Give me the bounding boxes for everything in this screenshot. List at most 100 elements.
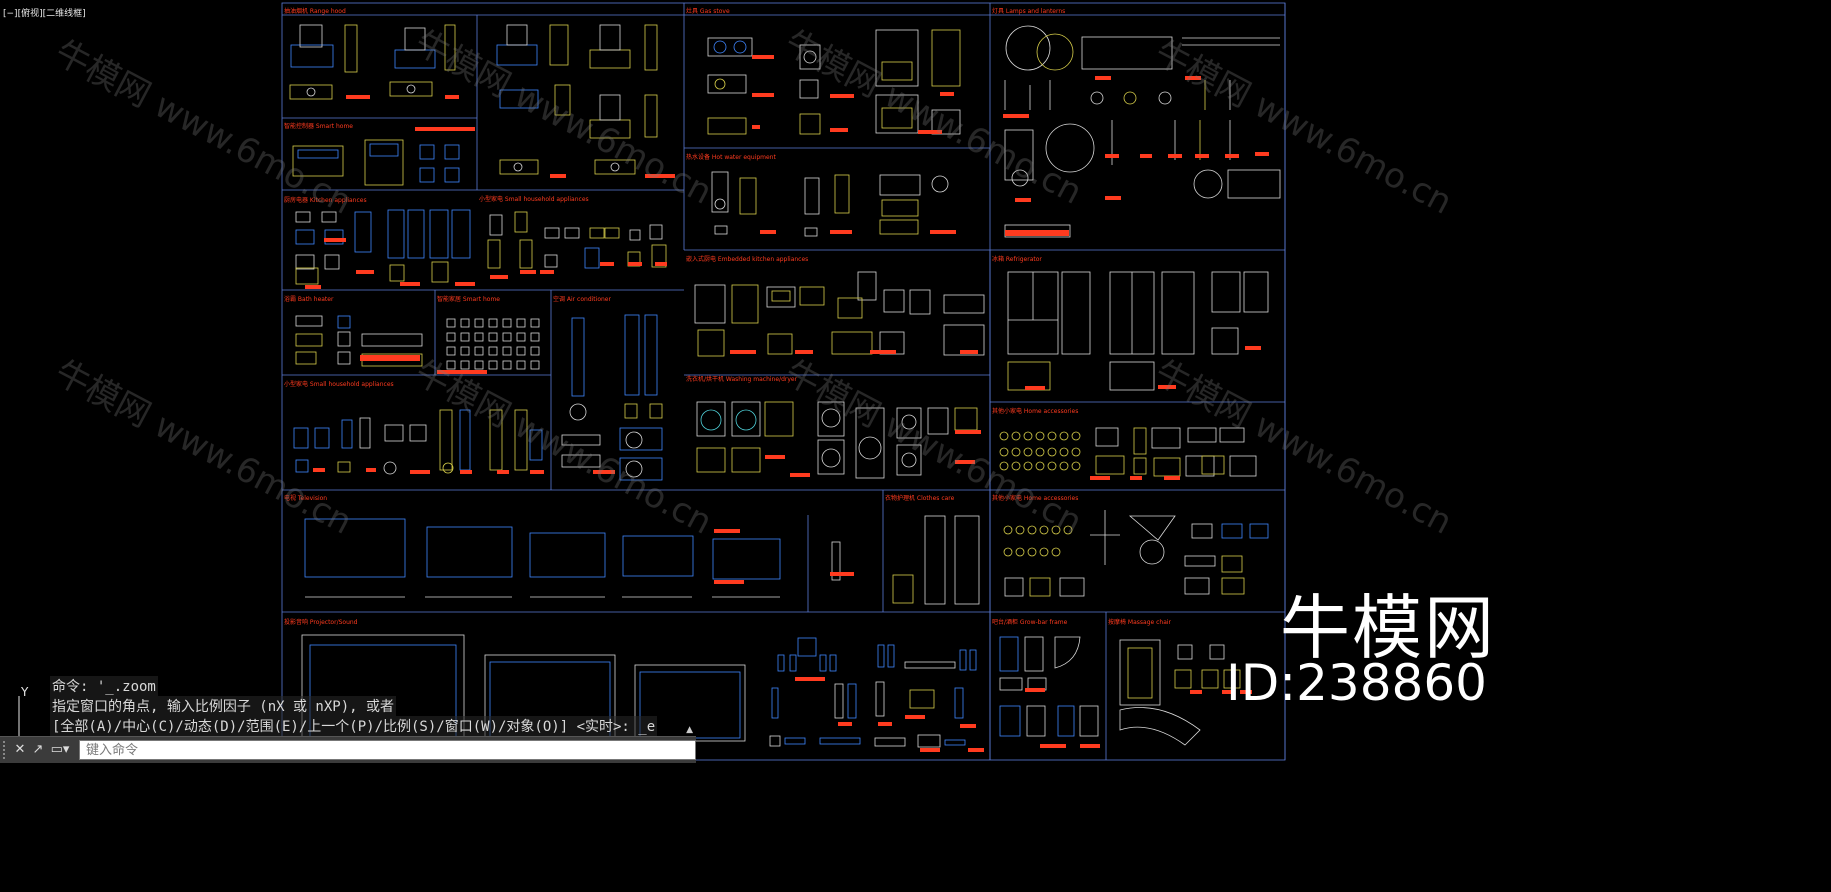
cad-block (295, 333, 323, 347)
cad-block (1229, 455, 1257, 477)
cad-block (314, 427, 330, 449)
section-title-television: 电视 Television (284, 494, 327, 502)
cad-block (324, 254, 340, 270)
cad-block (1015, 525, 1025, 535)
cad-block (731, 401, 761, 437)
history-scroll-up-icon[interactable]: ▲ (686, 725, 693, 735)
close-icon[interactable]: ✕ (14, 742, 26, 757)
cad-block (619, 457, 663, 481)
cad-block (1061, 271, 1091, 355)
cad-block (766, 286, 796, 308)
cad-block (954, 407, 978, 431)
cad-block (337, 315, 351, 329)
cad-block (561, 454, 601, 468)
cad-block (589, 49, 631, 69)
cad-block (544, 227, 560, 239)
cad-block (297, 149, 339, 159)
cad-block (337, 331, 351, 347)
section-title-air-conditioner: 空调 Air conditioner (553, 295, 611, 303)
cad-block (1011, 447, 1021, 457)
viewport-controls-label[interactable]: [−][俯视][二维线框] (3, 9, 86, 19)
dimension-tag (1222, 690, 1234, 694)
cad-block (594, 159, 636, 175)
cad-block (488, 332, 498, 342)
cad-block (529, 532, 606, 578)
cad-block (799, 79, 819, 99)
cad-block (999, 636, 1019, 672)
cad-block (474, 318, 484, 328)
cad-block (459, 409, 471, 471)
command-bar-grip[interactable] (3, 741, 11, 759)
cad-block (764, 401, 794, 437)
cad-block (554, 84, 571, 116)
cad-block (1249, 523, 1269, 539)
cad-block (451, 209, 471, 259)
cad-block (1039, 525, 1049, 535)
cad-block (1119, 707, 1201, 746)
cad-block (1095, 427, 1119, 447)
command-input[interactable] (79, 740, 696, 760)
cad-block (1219, 427, 1245, 443)
cad-block (837, 297, 863, 319)
customize-icon[interactable]: ▭▾ (50, 742, 70, 757)
cad-block (931, 29, 961, 87)
cad-block (1023, 461, 1033, 471)
cad-block (564, 227, 580, 239)
cad-block (321, 211, 337, 223)
dimension-tag (1025, 386, 1045, 390)
dimension-tag (955, 430, 981, 434)
cad-block (292, 145, 344, 177)
cad-block (419, 144, 435, 160)
cad-block (344, 24, 358, 73)
dimension-tag (400, 282, 420, 286)
dimension-tag (366, 468, 376, 472)
cad-block (589, 227, 605, 239)
cad-block (819, 737, 861, 745)
cad-block (714, 225, 728, 235)
cad-block (697, 329, 725, 357)
cad-block (1059, 447, 1069, 457)
cad-block (337, 351, 351, 365)
section-title-kitchen-appliances: 厨房电器 Kitchen appliances (284, 196, 367, 204)
cad-block (1035, 431, 1045, 441)
section-title-washing-machine: 洗衣机/烘干机 Washing machine/dryer (686, 375, 798, 383)
recent-commands-icon[interactable]: ↗ (32, 742, 44, 757)
dimension-tag (1158, 385, 1176, 389)
cad-block (777, 654, 785, 672)
dimension-tag (765, 455, 785, 459)
cad-block (1221, 577, 1245, 595)
cad-block (771, 290, 791, 302)
cad-block (499, 159, 539, 175)
cad-block (506, 24, 528, 46)
cad-block (488, 346, 498, 356)
dimension-tag (520, 270, 536, 274)
cad-block (713, 40, 727, 54)
cad-block (909, 689, 935, 709)
cad-block (439, 409, 453, 471)
cad-block (446, 346, 456, 356)
dimension-tag (1080, 744, 1100, 748)
cad-block (1007, 361, 1051, 391)
command-bar: ✕ ↗ ▭▾ ▲ (0, 725, 696, 763)
cad-block (804, 177, 820, 215)
cad-block (1026, 705, 1046, 737)
cad-block (404, 27, 426, 51)
cad-block (694, 284, 726, 324)
cad-block (299, 24, 323, 48)
cad-block (619, 427, 663, 451)
cad-block (384, 424, 404, 442)
cad-block (488, 360, 498, 370)
dimension-tag (1095, 76, 1111, 80)
section-title-embedded-kitchen: 嵌入式厨电 Embedded kitchen appliances (686, 255, 808, 263)
cad-block (1201, 669, 1219, 689)
cad-block (707, 117, 747, 135)
cad-block (516, 360, 526, 370)
cad-block (803, 50, 817, 64)
cad-block (530, 318, 540, 328)
cad-block (474, 346, 484, 356)
cad-block (969, 649, 977, 671)
cad-block (821, 408, 841, 428)
cad-block (499, 89, 539, 109)
cad-block (649, 403, 663, 419)
cad-block (1227, 169, 1281, 199)
